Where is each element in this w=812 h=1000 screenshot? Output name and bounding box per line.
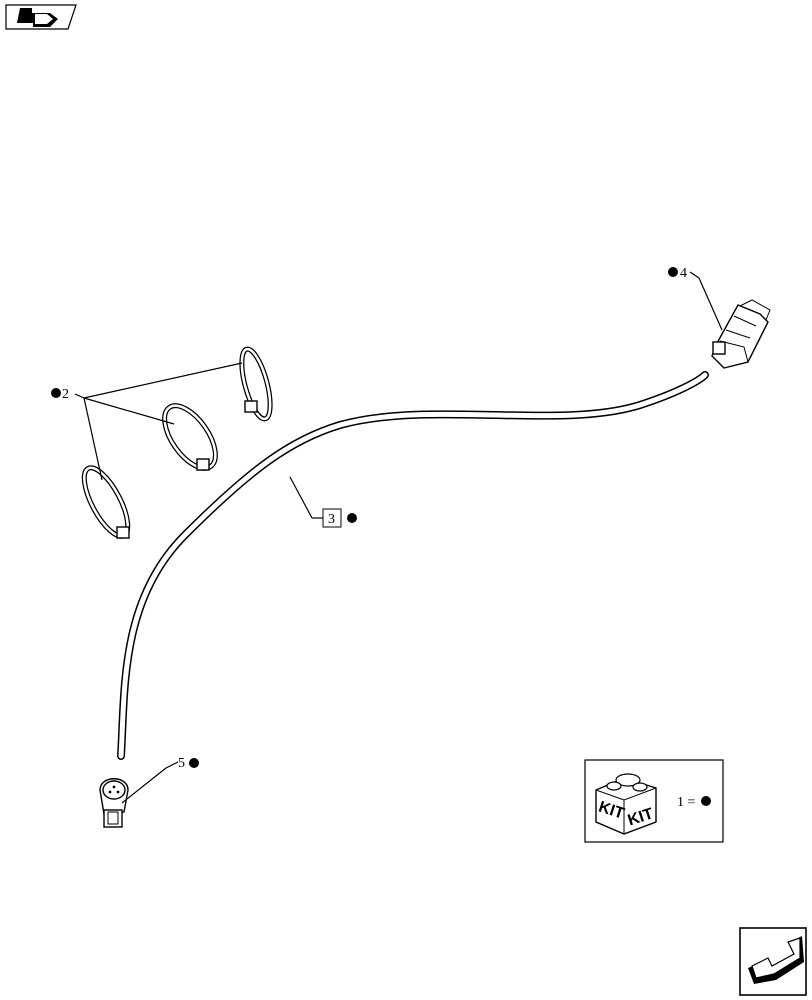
cable-tie-3 — [81, 465, 131, 539]
filled-dot-icon — [189, 758, 199, 768]
previous-page-icon — [17, 8, 58, 27]
callout-5-number: 5 — [178, 756, 185, 771]
connector-item-4 — [711, 299, 771, 369]
filled-dot-icon — [701, 796, 711, 806]
next-page-button[interactable] — [739, 927, 807, 996]
cable-tie-1 — [239, 346, 273, 422]
callout-2: 2 — [51, 387, 69, 402]
leader-lines — [74, 271, 723, 804]
cable-harness — [117, 371, 709, 760]
filled-dot-icon — [51, 388, 61, 398]
callout-3: 3 — [322, 508, 357, 528]
callout-5: 5 — [178, 756, 199, 771]
kit-equation: 1 = — [677, 795, 696, 810]
cable-tie-2 — [162, 403, 218, 471]
next-page-icon — [748, 936, 804, 984]
kit-legend: KIT KIT 1 = — [584, 759, 724, 843]
kit-box-icon: KIT KIT — [595, 773, 657, 835]
callout-2-number: 2 — [62, 387, 69, 402]
callout-4-number: 4 — [680, 266, 687, 281]
filled-dot-icon — [347, 513, 357, 523]
filled-dot-icon — [668, 267, 678, 277]
callout-3-number: 3 — [328, 512, 335, 527]
previous-page-button[interactable] — [5, 4, 77, 30]
callout-4: 4 — [668, 266, 687, 281]
socket-item-5 — [99, 778, 129, 828]
